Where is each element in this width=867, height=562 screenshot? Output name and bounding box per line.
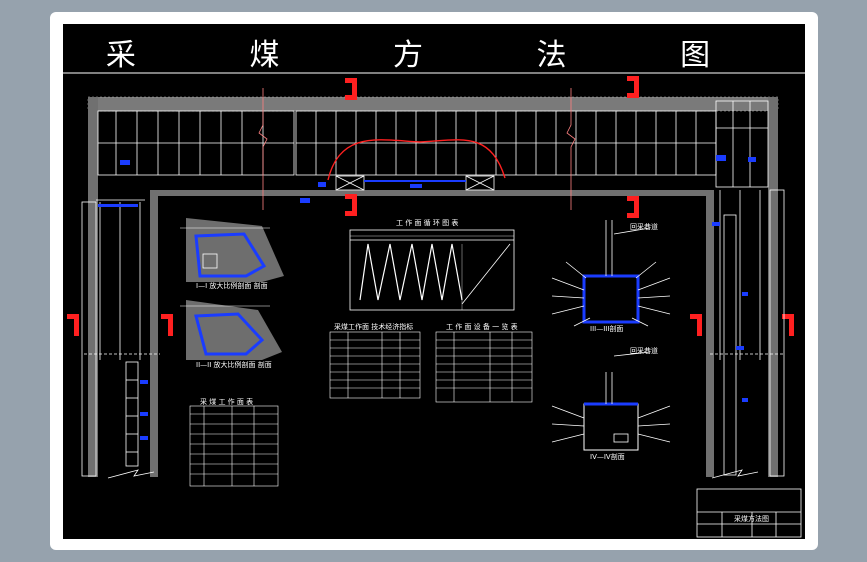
right-roadway-markers <box>712 222 748 402</box>
drawing-title: 采 煤 方 法 图 <box>105 38 763 73</box>
face-table <box>189 405 279 487</box>
roadway-symbols <box>67 76 794 336</box>
title-block <box>696 488 802 538</box>
section-1-label: I—I 放大比例剖面 剖面 <box>196 282 268 290</box>
annotation-top: 回采巷道 <box>630 223 658 231</box>
left-roadway <box>81 199 160 477</box>
title-block-name: 采煤方法图 <box>734 515 769 523</box>
support-row <box>97 100 769 188</box>
face-table-title: 采 煤 工 作 面 表 <box>200 398 254 406</box>
annotation-bottom: 回采巷道 <box>630 347 658 355</box>
section-3-label: III—III剖面 <box>590 325 624 333</box>
caving-outline <box>327 139 506 181</box>
cycle-chart-title: 工 作 面 循 环 图 表 <box>396 219 459 227</box>
equipment-table-title: 工 作 面 设 备 一 览 表 <box>446 323 518 331</box>
cycle-chart <box>349 229 515 311</box>
equipment-table <box>435 331 533 403</box>
conveyors <box>335 175 495 191</box>
break-mark-left <box>107 469 155 479</box>
section-4-detail <box>551 351 671 451</box>
tech-table <box>329 331 421 399</box>
section-1-detail <box>180 218 284 282</box>
section-2-detail <box>180 300 282 360</box>
section-2-label: II—II 放大比例剖面 剖面 <box>196 361 272 369</box>
tech-table-title: 采煤工作面 技术经济指标 <box>334 323 414 331</box>
blue-markers <box>120 155 756 203</box>
right-roadway <box>710 189 785 477</box>
section-3-detail <box>551 220 671 327</box>
section-lines <box>258 88 576 210</box>
left-roadway-markers <box>98 204 148 440</box>
rock-strata <box>87 96 779 477</box>
section-4-label: IV—IV剖面 <box>590 453 625 461</box>
break-mark-right <box>711 469 759 479</box>
